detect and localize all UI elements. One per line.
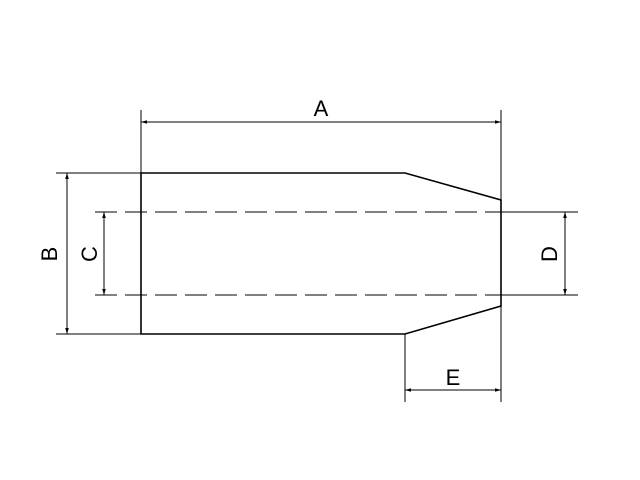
dim-label-e: E bbox=[446, 365, 461, 390]
part-outline bbox=[140, 172, 502, 335]
dim-label-c: C bbox=[77, 246, 102, 262]
dim-label-b: B bbox=[37, 247, 62, 262]
dim-label-a: A bbox=[314, 96, 329, 121]
dim-label-d: D bbox=[537, 246, 562, 262]
